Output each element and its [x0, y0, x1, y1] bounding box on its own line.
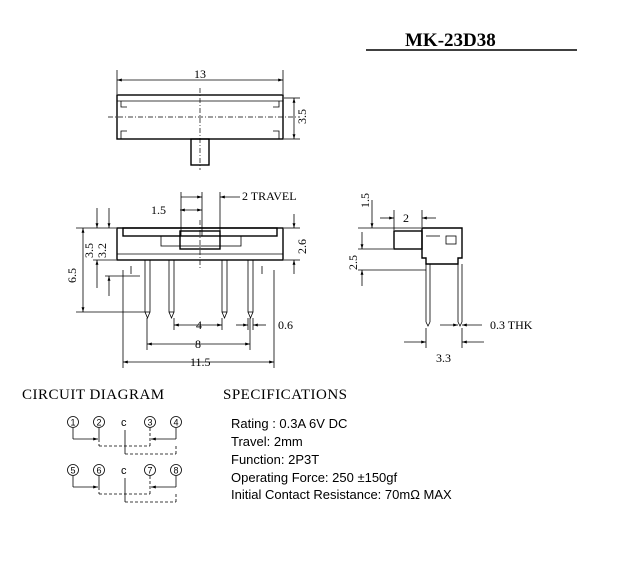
spec-function: Function: 2P3T	[231, 452, 319, 467]
spec-operating-force: Operating Force: 250 ±150gf	[231, 470, 398, 485]
side-dim-1-5-label: 1.5	[358, 193, 372, 208]
travel-label: 2 TRAVEL	[242, 189, 297, 203]
pin-label: 2	[97, 418, 102, 428]
side-dim-2-5-label: 2.5	[346, 255, 360, 270]
pin-label: 3	[148, 418, 153, 428]
top-view: 13 3.5	[108, 67, 309, 170]
circuit-row-1: 1 2 c 3 4	[67, 416, 182, 455]
side-thickness-label: 0.3 THK	[490, 318, 533, 332]
side-dim-3-3-label: 3.3	[436, 351, 451, 365]
specifications: SPECIFICATIONS Rating : 0.3A 6V DC Trave…	[223, 387, 452, 502]
common-label: c	[121, 465, 127, 477]
side-view: 1.5 2 2.5 0.3 THK 3.3	[346, 193, 533, 365]
dim-6-5-label: 6.5	[65, 268, 79, 283]
dim-3-5-label: 3.5	[82, 243, 96, 258]
dim-2-6-label: 2.6	[295, 239, 309, 254]
total-span-label: 11.5	[190, 355, 211, 369]
pin-width-label: 0.6	[278, 318, 293, 332]
outer-pitch-label: 8	[195, 337, 201, 351]
front-pins	[130, 259, 263, 320]
pin-label: 8	[174, 466, 179, 476]
common-label: c	[121, 417, 127, 429]
circuit-row-2: 5 6 c 7 8	[67, 464, 182, 503]
spec-rating: Rating : 0.3A 6V DC	[231, 416, 347, 431]
top-width-label: 13	[194, 67, 206, 81]
pin-label: 4	[174, 418, 179, 428]
spec-travel: Travel: 2mm	[231, 434, 303, 449]
circuit-diagram: CIRCUIT DIAGRAM 1 2 c 3 4	[22, 387, 182, 503]
spec-contact-resistance: Initial Contact Resistance: 70mΩ MAX	[231, 487, 452, 502]
front-view: 2 TRAVEL 1.5 6.5	[65, 189, 309, 369]
pin-label: 6	[97, 466, 102, 476]
pin-pitch-label: 4	[196, 318, 202, 332]
side-dim-2-label: 2	[403, 211, 409, 225]
specifications-heading: SPECIFICATIONS	[223, 387, 348, 403]
top-height-label: 3.5	[295, 109, 309, 124]
pin-label: 5	[71, 466, 76, 476]
circuit-heading: CIRCUIT DIAGRAM	[22, 387, 165, 403]
pin-label: 7	[148, 466, 153, 476]
pin-label: 1	[71, 418, 76, 428]
knob-offset-label: 1.5	[151, 203, 166, 217]
dim-3-2-label: 3.2	[95, 243, 109, 258]
part-number-title: MK-23D38	[405, 30, 496, 51]
